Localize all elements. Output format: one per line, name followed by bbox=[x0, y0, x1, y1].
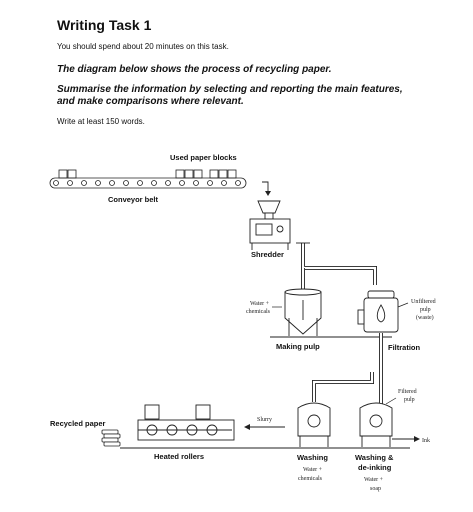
water-chemicals-label-1b: chemicals bbox=[246, 309, 271, 315]
water-chemicals-label-1a: Water + bbox=[250, 301, 270, 307]
paper-blocks bbox=[58, 169, 237, 179]
making-pulp-label: Making pulp bbox=[276, 342, 320, 351]
water-chemicals-label-2b: chemicals bbox=[298, 476, 323, 482]
washing-label: Washing bbox=[297, 453, 328, 462]
conveyor-belt-label: Conveyor belt bbox=[108, 195, 159, 204]
pipe-to-washing bbox=[312, 372, 374, 402]
water-chemicals-label-2a: Water + bbox=[303, 467, 323, 473]
recycled-paper-stack bbox=[101, 429, 121, 447]
time-instruction: You should spend about 20 minutes on thi… bbox=[57, 42, 229, 51]
conveyor-belt bbox=[49, 177, 247, 189]
word-count-instruction: Write at least 150 words. bbox=[57, 117, 145, 126]
unfiltered-pulp-label-a: Unfiltered bbox=[411, 298, 436, 305]
water-soap-label-b: soap bbox=[370, 486, 381, 492]
water-soap-label-a: Water + bbox=[364, 477, 384, 483]
washing-deinking-label-b: de-inking bbox=[358, 463, 392, 472]
shredder-label: Shredder bbox=[251, 250, 284, 259]
heated-rollers-machine bbox=[137, 404, 235, 441]
washing-deinking-label-a: Washing & bbox=[355, 453, 394, 462]
deinking-tank bbox=[359, 402, 393, 447]
filtered-pulp-label-b: pulp bbox=[404, 397, 415, 403]
unfiltered-pulp-label-b: pulp bbox=[420, 307, 431, 313]
slurry-label: Slurry bbox=[257, 417, 272, 423]
heated-rollers-label: Heated rollers bbox=[154, 452, 204, 461]
recycled-paper-label: Recycled paper bbox=[50, 419, 106, 428]
pipe-shredder-to-pulp bbox=[301, 243, 377, 285]
pulp-tank bbox=[284, 288, 322, 336]
ink-label: Ink bbox=[422, 438, 430, 444]
used-paper-blocks-label: Used paper blocks bbox=[170, 153, 237, 162]
arrow-head-icon bbox=[265, 191, 271, 196]
question-line-1: The diagram below shows the process of r… bbox=[57, 64, 332, 75]
task-title: Writing Task 1 bbox=[57, 17, 152, 33]
filtration-label: Filtration bbox=[388, 343, 420, 352]
filtration-machine bbox=[357, 290, 399, 333]
arrow-head-icon bbox=[414, 436, 420, 442]
arrow-to-shredder bbox=[262, 181, 269, 193]
filtered-pulp-label-a: Filtered bbox=[398, 389, 417, 395]
arrow-head-icon bbox=[244, 424, 250, 430]
shredder-machine bbox=[249, 200, 291, 250]
unfiltered-pulp-label-c: (waste) bbox=[416, 314, 434, 321]
washing-tank bbox=[297, 402, 331, 447]
question-line-2: Summarise the information by selecting a… bbox=[57, 84, 403, 107]
